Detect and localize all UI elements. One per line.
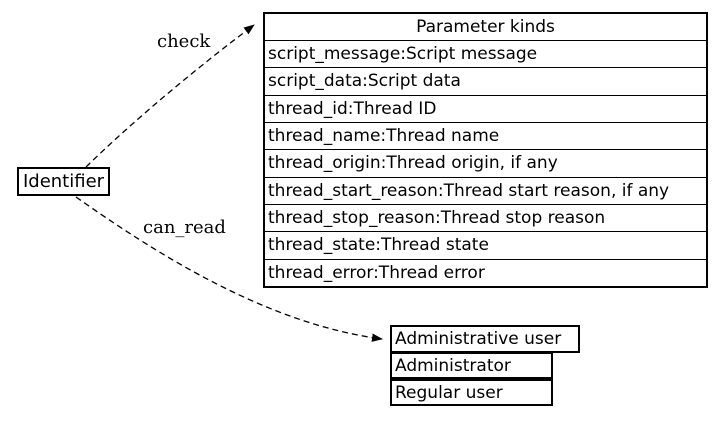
parameter-kind-row: thread_origin:Thread origin, if any: [265, 149, 706, 176]
parameter-kinds-table-title: Parameter kinds: [416, 17, 555, 37]
parameter-kinds-table: Parameter kinds script_message:Script me…: [263, 12, 708, 288]
user-table-row: Administrator: [390, 352, 553, 379]
parameter-kind-row: script_data:Script data: [265, 67, 706, 94]
parameter-kind-row: thread_start_reason:Thread start reason,…: [265, 176, 706, 204]
identifier-node: Identifier: [17, 167, 110, 196]
parameter-kind-row: thread_error:Thread error: [265, 258, 706, 286]
edge-label-can-read: can_read: [143, 217, 226, 238]
user-table-header: Administrative user: [390, 325, 580, 353]
parameter-kind-row: thread_stop_reason:Thread stop reason: [265, 203, 706, 231]
user-table-row: Regular user: [390, 379, 553, 406]
parameter-kind-row: thread_name:Thread name: [265, 121, 706, 149]
parameter-kind-row: thread_id:Thread ID: [265, 94, 706, 122]
parameter-kind-row: script_message:Script message: [265, 40, 706, 67]
parameter-kind-row: thread_state:Thread state: [265, 231, 706, 258]
edge-label-check: check: [157, 31, 211, 52]
